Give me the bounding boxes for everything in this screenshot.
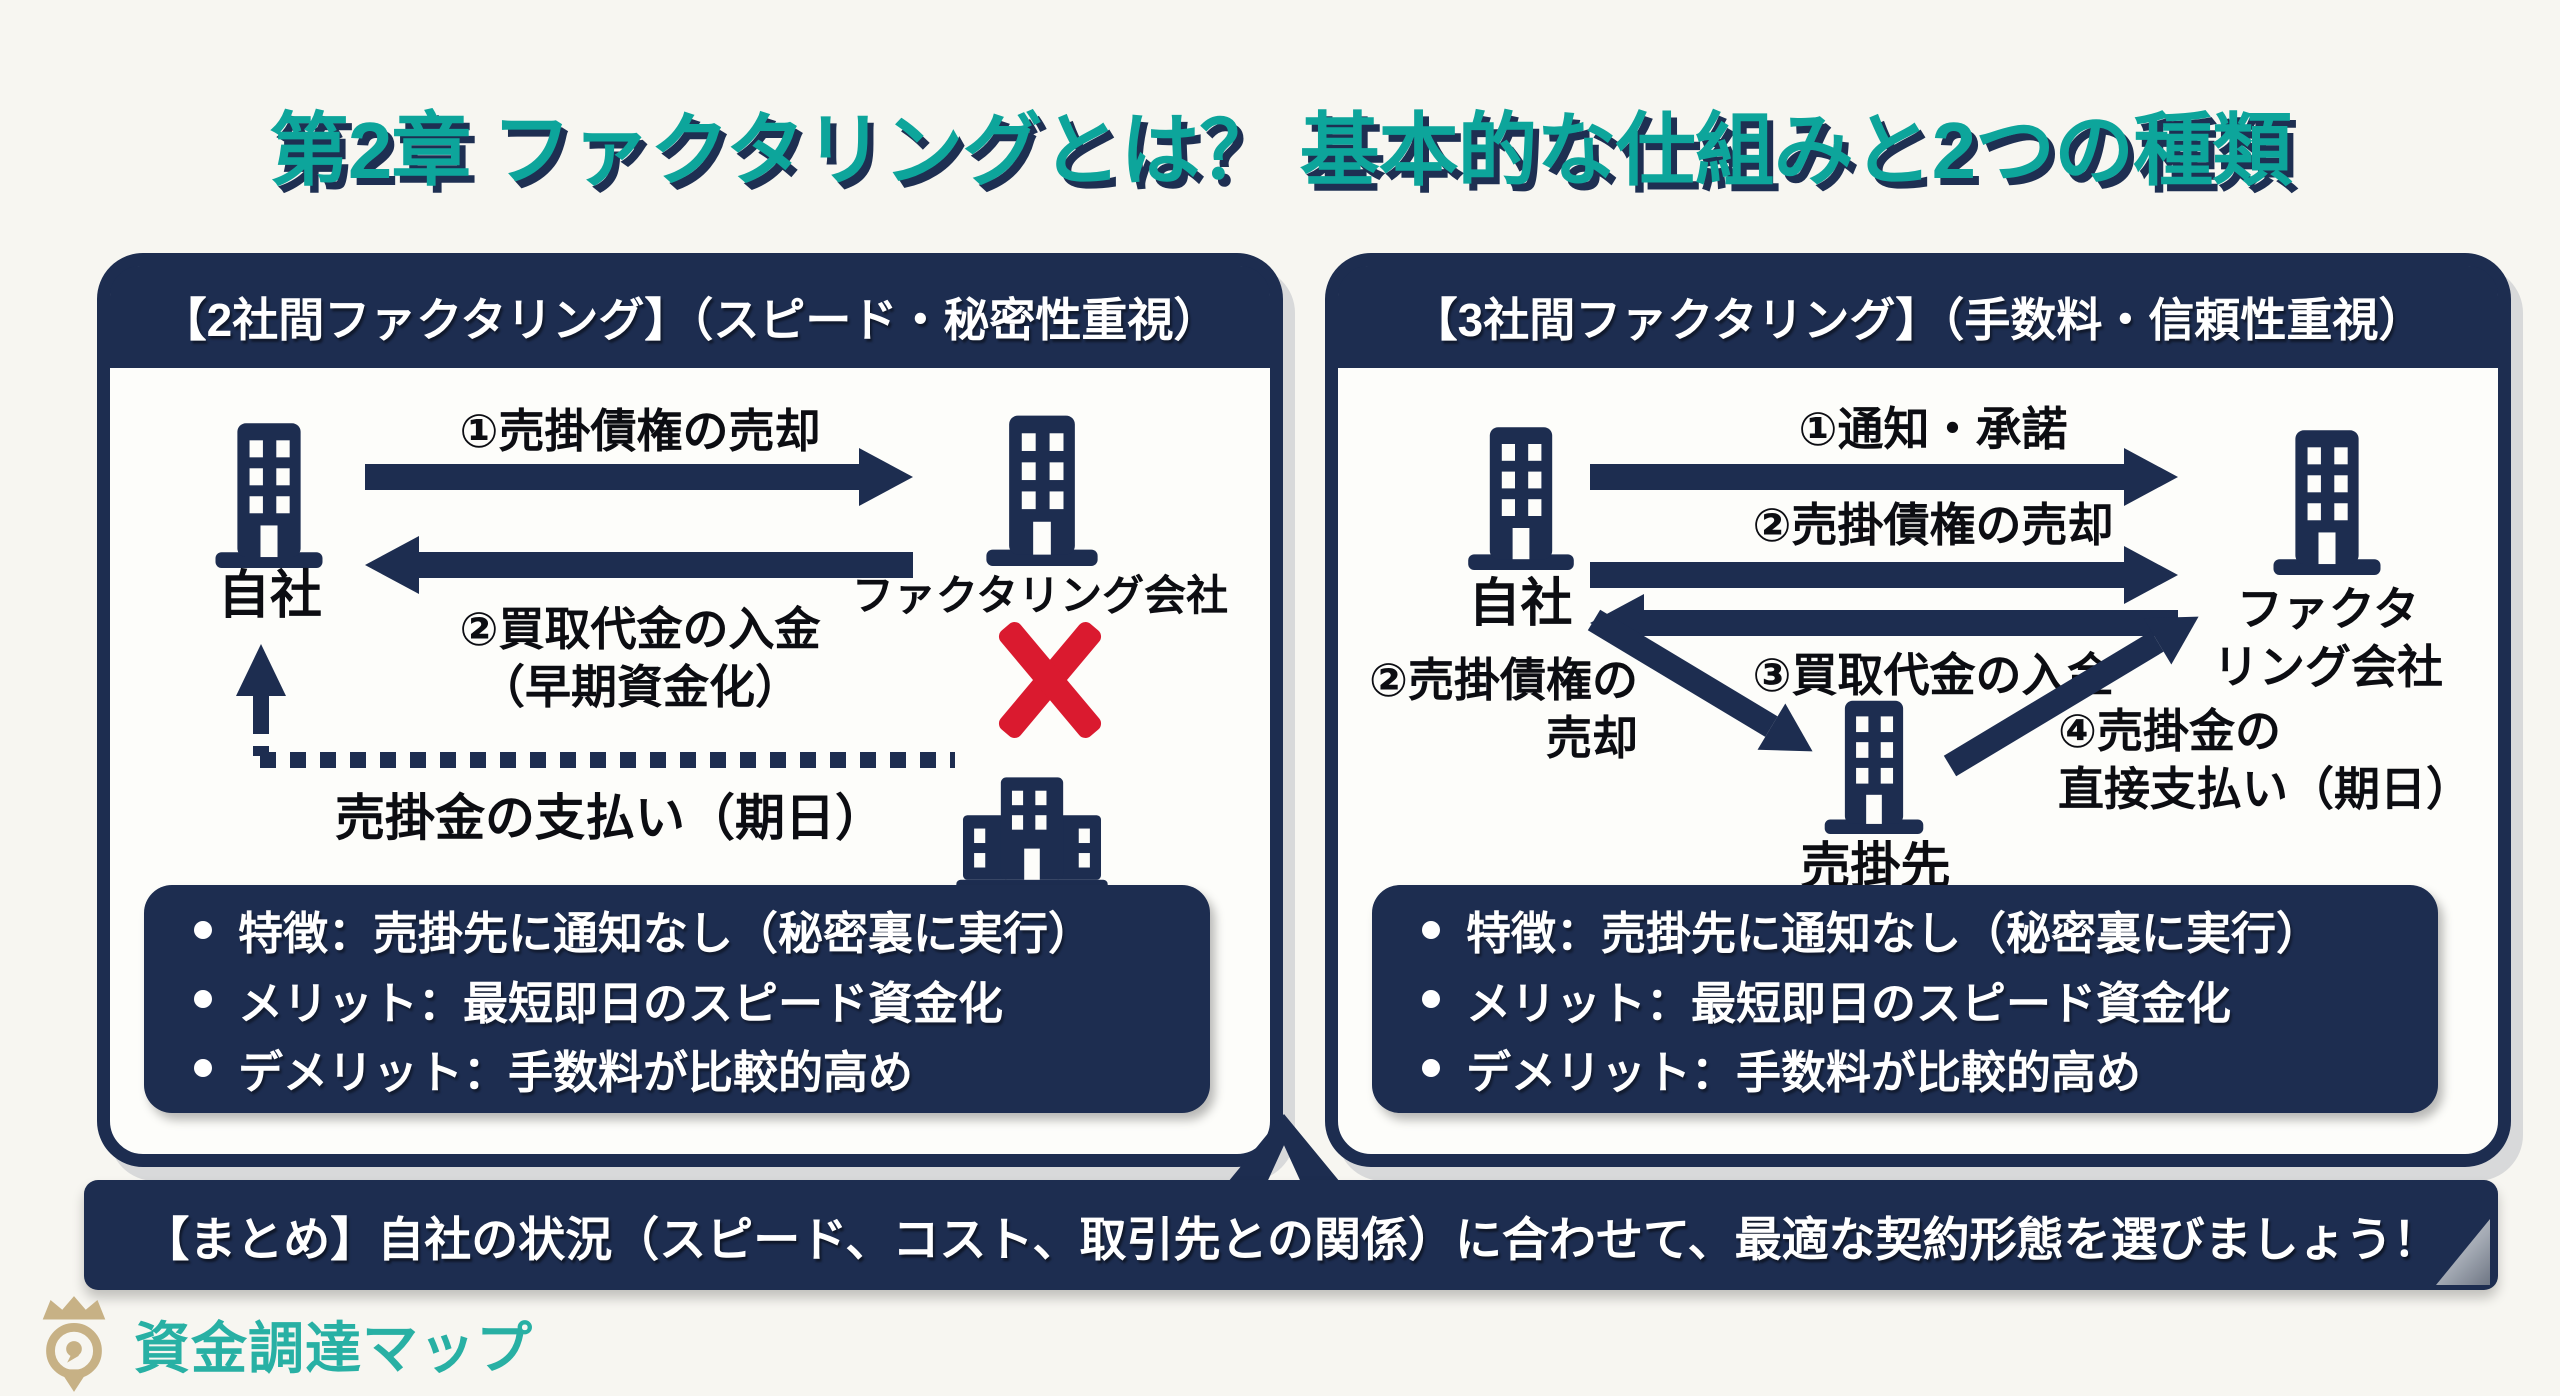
panel-two-party-body: 自社 ①売掛債権の売却 ②買取代金の入金 （早期資金化） ファクタリング会社 売… [110,368,1270,1154]
bullet-dot-icon [194,990,212,1008]
summary-text: 【まとめ】自社の状況（スピード、コスト、取引先との関係）に合わせて、最適な契約形… [142,1212,2440,1266]
company-label: 自社 [1468,575,1573,633]
company-building-icon [1460,420,1582,570]
flow1-label: ①通知・承諾 [1798,403,2068,455]
panel-two-party-header: 【2社間ファクタリング】（スピード・秘密性重視） [110,266,1270,368]
flow2-arrow-right [1590,546,2178,604]
company-label: 自社 [217,567,322,625]
panel-three-party-header: 【3社間ファクタリング】（手数料・信頼性重視） [1338,266,2498,368]
client-label: 売掛先 [1800,838,1951,894]
flow2-arrow-left [365,536,913,594]
bullet-dot-icon [194,1059,212,1078]
rejection-x-icon [990,618,1110,742]
client-building-icon [953,764,1111,892]
feature-tokucho: 特徴：売掛先に通知なし（秘密裏に実行） [194,897,1190,962]
feature-merit: メリット：最短即日のスピード資金化 [1422,967,2418,1032]
bullet-dot-icon [1422,920,1440,939]
flow2-label: ②買取代金の入金 （早期資金化） [459,603,821,713]
payment-dashed-horizontal [260,752,955,768]
payment-dashed-vertical [253,720,269,756]
flow1-arrow-right [365,448,913,506]
panel-three-party: 【3社間ファクタリング】（手数料・信頼性重視） 自社 ①通知・承諾 ②売掛債権の… [1325,253,2511,1167]
factoring-company-building-icon [2266,423,2388,575]
page-title: 第2章 ファクタリングとは？ 基本的な仕組みと2つの種類 [268,106,2292,195]
flow1-label: ①売掛債権の売却 [459,405,821,457]
three-party-features-box: 特徴：売掛先に通知なし（秘密裏に実行） メリット：最短即日のスピード資金化 デメ… [1372,885,2438,1113]
payment-arrow-tip [236,644,286,696]
bullet-dot-icon [1422,1059,1440,1078]
flow4-label: ②売掛債権の 売却 [1369,654,1638,764]
factoring-company-label: ファクタ リング会社 [2213,583,2443,693]
site-logo-text: 資金調達マップ [134,1316,533,1380]
crown-map-pin-icon [42,1296,106,1392]
company-building-icon [205,416,333,568]
two-party-features-box: 特徴：売掛先に通知なし（秘密裏に実行） メリット：最短即日のスピード資金化 デメ… [144,885,1210,1113]
payment-arrow-stem [253,694,269,720]
summary-bar: 【まとめ】自社の状況（スピード、コスト、取引先との関係）に合わせて、最適な契約形… [84,1180,2498,1290]
feature-merit: メリット：最短即日のスピード資金化 [194,967,1190,1032]
feature-demerit: デメリット：手数料が比較的高め [1422,1036,2418,1101]
page-curl-decoration [2436,1219,2490,1285]
payment-label: 売掛金の支払い（期日） [335,790,885,846]
factoring-company-building-icon [978,408,1106,566]
flow1-arrow-right [1590,448,2178,506]
flow5-label: ④売掛金の 直接支払い（期日） [2058,705,2472,815]
feature-demerit: デメリット：手数料が比較的高め [194,1036,1190,1101]
panel-three-party-body: 自社 ①通知・承諾 ②売掛債権の売却 ③買取代金の入金 ファクタ リング会社 ②… [1338,368,2498,1154]
flow2-label: ②売掛債権の売却 [1752,499,2114,551]
feature-tokucho: 特徴：売掛先に通知なし（秘密裏に実行） [1422,897,2418,962]
client-building-icon [1816,694,1932,834]
bullet-dot-icon [1422,990,1440,1008]
bullet-dot-icon [194,920,212,939]
site-logo: 資金調達マップ [30,1294,533,1394]
factoring-company-label: ファクタリング会社 [851,572,1229,619]
panel-two-party: 【2社間ファクタリング】（スピード・秘密性重視） 自社 ①売掛債権の売却 ②買取… [97,253,1283,1167]
